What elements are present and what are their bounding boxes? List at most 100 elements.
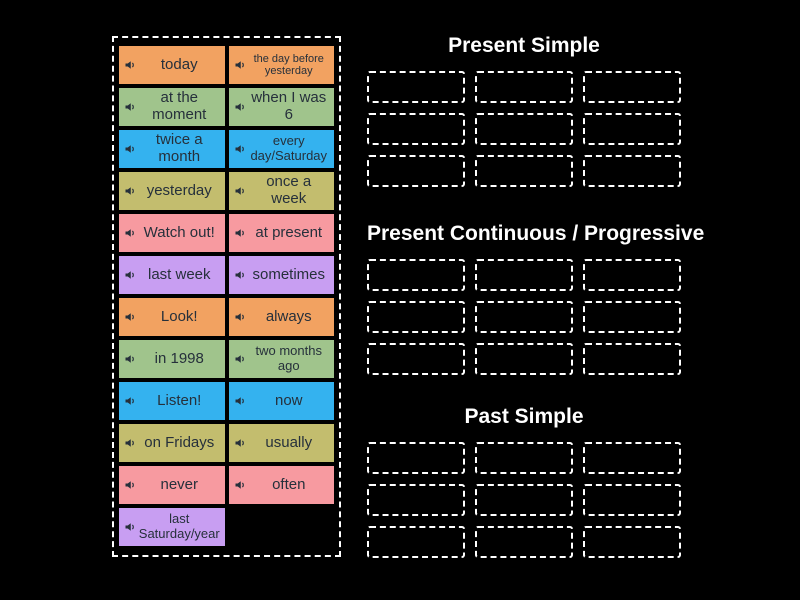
speaker-icon[interactable] <box>124 143 136 155</box>
word-tile[interactable]: today <box>119 46 225 84</box>
word-tile[interactable]: now <box>228 382 334 420</box>
word-tile[interactable]: Listen! <box>119 382 225 420</box>
drop-slot[interactable] <box>583 259 681 291</box>
speaker-icon[interactable] <box>124 479 136 491</box>
word-tile-label: at the moment <box>152 89 207 123</box>
group-present-simple: Present Simple <box>367 34 681 187</box>
word-tile[interactable]: always <box>228 298 334 336</box>
drop-slot[interactable] <box>583 343 681 375</box>
group-present-continuous: Present Continuous / Progressive <box>367 222 705 375</box>
drop-slot[interactable] <box>583 155 681 187</box>
word-tile[interactable]: on Fridays <box>119 424 225 462</box>
speaker-icon[interactable] <box>124 59 136 71</box>
word-tile[interactable]: two months ago <box>228 340 334 378</box>
speaker-icon[interactable] <box>234 143 246 155</box>
word-tile-label: always <box>265 307 312 325</box>
drop-slot[interactable] <box>367 343 465 375</box>
word-tile-label: when I was 6 <box>251 89 327 123</box>
word-tile-label: the day before yesterday <box>253 52 324 77</box>
word-tile-label: in 1998 <box>154 349 204 367</box>
word-tile[interactable]: often <box>228 466 334 504</box>
drop-slot[interactable] <box>583 484 681 516</box>
speaker-icon[interactable] <box>234 395 246 407</box>
speaker-icon[interactable] <box>124 185 136 197</box>
speaker-icon[interactable] <box>234 437 246 449</box>
drop-slot[interactable] <box>583 442 681 474</box>
word-tile[interactable]: last Saturday/year <box>119 508 225 546</box>
speaker-icon[interactable] <box>124 353 136 365</box>
word-tile-label: usually <box>265 433 313 451</box>
speaker-icon[interactable] <box>124 521 136 533</box>
drop-slot[interactable] <box>475 155 573 187</box>
word-tile[interactable]: every day/Saturday <box>228 130 334 168</box>
speaker-icon[interactable] <box>124 269 136 281</box>
word-tile-label: Look! <box>160 307 198 325</box>
speaker-icon[interactable] <box>234 227 246 239</box>
speaker-icon[interactable] <box>234 101 246 113</box>
speaker-icon[interactable] <box>234 59 246 71</box>
drop-slot[interactable] <box>367 484 465 516</box>
speaker-icon[interactable] <box>124 437 136 449</box>
word-tile[interactable]: last week <box>119 256 225 294</box>
drop-slot[interactable] <box>367 301 465 333</box>
word-tile-label: twice a month <box>155 131 203 165</box>
speaker-icon[interactable] <box>234 353 246 365</box>
word-tile-label: today <box>160 55 198 73</box>
word-tile[interactable]: never <box>119 466 225 504</box>
speaker-icon[interactable] <box>124 311 136 323</box>
word-tile[interactable]: usually <box>228 424 334 462</box>
word-tile-label: at present <box>255 223 323 241</box>
drop-slot[interactable] <box>367 155 465 187</box>
drop-slot[interactable] <box>475 343 573 375</box>
drop-slot[interactable] <box>367 113 465 145</box>
word-tile[interactable]: sometimes <box>228 256 334 294</box>
drop-slot[interactable] <box>583 71 681 103</box>
word-tile-label: every day/Saturday <box>250 133 328 163</box>
drop-slot[interactable] <box>475 301 573 333</box>
word-tile[interactable]: Look! <box>119 298 225 336</box>
speaker-icon[interactable] <box>124 227 136 239</box>
word-bank: today the day before yesterday at the mo… <box>112 36 341 557</box>
word-tile[interactable]: at the moment <box>119 88 225 126</box>
word-tile[interactable]: the day before yesterday <box>228 46 334 84</box>
word-tile[interactable]: at present <box>228 214 334 252</box>
group-title: Present Simple <box>448 34 600 57</box>
drop-slot[interactable] <box>475 442 573 474</box>
speaker-icon[interactable] <box>124 101 136 113</box>
word-tile-label: often <box>272 475 306 493</box>
word-tile[interactable]: when I was 6 <box>228 88 334 126</box>
word-tile[interactable]: yesterday <box>119 172 225 210</box>
slot-grid <box>367 442 681 558</box>
word-tile-label: once a week <box>266 173 312 207</box>
word-tile-label: Watch out! <box>143 223 215 241</box>
speaker-icon[interactable] <box>234 479 246 491</box>
word-tile[interactable]: Watch out! <box>119 214 225 252</box>
word-tile[interactable]: in 1998 <box>119 340 225 378</box>
drop-slot[interactable] <box>367 526 465 558</box>
drop-slot[interactable] <box>475 71 573 103</box>
group-title: Present Continuous / Progressive <box>367 222 705 245</box>
drop-slot[interactable] <box>475 113 573 145</box>
word-tile[interactable]: twice a month <box>119 130 225 168</box>
drop-slot[interactable] <box>475 484 573 516</box>
speaker-icon[interactable] <box>234 269 246 281</box>
word-tile-label: two months ago <box>255 343 322 373</box>
word-tile-label: yesterday <box>146 181 212 199</box>
speaker-icon[interactable] <box>234 311 246 323</box>
drop-slot[interactable] <box>367 259 465 291</box>
drop-slot[interactable] <box>367 71 465 103</box>
word-tile-label: sometimes <box>252 265 326 283</box>
slot-grid <box>367 259 681 375</box>
word-tile-label: now <box>274 391 303 409</box>
drop-slot[interactable] <box>475 526 573 558</box>
group-title: Past Simple <box>464 405 584 428</box>
word-tile-label: on Fridays <box>144 433 215 451</box>
drop-slot[interactable] <box>367 442 465 474</box>
word-tile[interactable]: once a week <box>228 172 334 210</box>
drop-slot[interactable] <box>475 259 573 291</box>
speaker-icon[interactable] <box>234 185 246 197</box>
drop-slot[interactable] <box>583 113 681 145</box>
drop-slot[interactable] <box>583 301 681 333</box>
speaker-icon[interactable] <box>124 395 136 407</box>
drop-slot[interactable] <box>583 526 681 558</box>
